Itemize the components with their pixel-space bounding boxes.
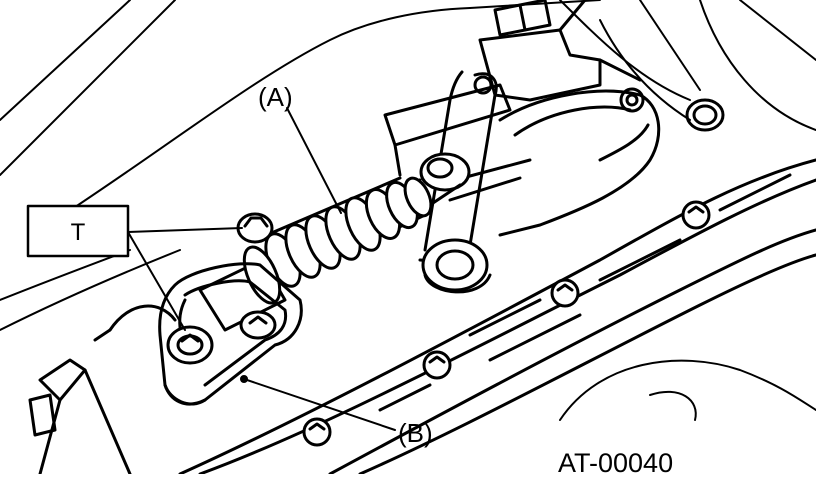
- flange-bolt-lower: [166, 325, 214, 365]
- boot-ribs: [264, 176, 433, 288]
- label-a: (A): [258, 82, 293, 112]
- flange-bolt-mid: [239, 310, 277, 340]
- figure-id: AT-00040: [558, 448, 673, 474]
- pan-bolt: [681, 200, 711, 230]
- housing-cover: [498, 87, 725, 237]
- label-b: (B): [398, 418, 433, 448]
- shift-arm: [418, 70, 532, 294]
- lower-left-bracket: [28, 304, 177, 476]
- lower-pan: [178, 158, 816, 476]
- torque-callout-box: [26, 204, 130, 258]
- label-t: T: [71, 219, 86, 246]
- leader-t-upper: [127, 227, 243, 233]
- housing-outline: [0, 0, 816, 331]
- pan-bolts: [302, 200, 711, 447]
- flange-bolt-upper: [236, 212, 274, 244]
- leader-lines: [127, 107, 396, 431]
- leader-a: [286, 107, 342, 214]
- pan-bolt: [302, 417, 332, 447]
- leader-t-lower: [127, 231, 186, 331]
- pan-bolt: [550, 278, 580, 308]
- leader-b: [243, 378, 396, 431]
- flange-bolts: [166, 212, 277, 365]
- surface-marks: [559, 359, 816, 421]
- dust-boot: [253, 176, 433, 288]
- mounting-flange: [158, 262, 303, 406]
- upper-bracket: [478, 0, 642, 102]
- pan-bolt: [422, 350, 452, 380]
